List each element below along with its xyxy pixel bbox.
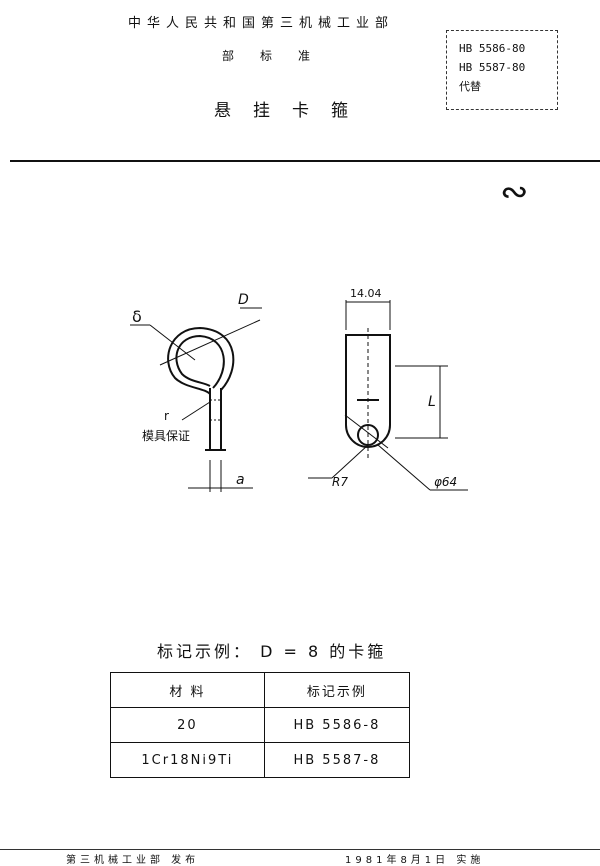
standard-code-box: HB 5586-80 HB 5587-80 代替: [446, 30, 558, 110]
issued-by: 第三机械工业部 发布: [66, 855, 200, 866]
header-material: 材 料: [110, 672, 265, 708]
side-view-annotations: [130, 307, 262, 492]
marking-cell: HB 5587-8: [263, 742, 411, 778]
table-row: 1Cr18Ni9Ti HB 5587-8: [110, 742, 411, 778]
issuing-department: 中华人民共和国第三机械工业部: [128, 16, 395, 31]
header-divider: [10, 160, 600, 162]
header-marking: 标记示例: [263, 672, 411, 708]
table-header-row: 材 料 标记示例: [110, 672, 411, 708]
length-label: L: [428, 394, 436, 410]
material-cell: 1Cr18Ni9Ti: [110, 742, 265, 778]
clamp-technical-drawing: δ D r 模具保证 a 14.04 L R7 φ64: [130, 287, 468, 492]
clamp-side-view: [167, 326, 235, 451]
width-label: 14.04: [350, 287, 382, 300]
effective-date: 1981年8月1日 实施: [345, 855, 485, 866]
radius-label: r: [164, 409, 169, 423]
material-table: 材 料 标记示例 20 HB 5586-8 1Cr18Ni9Ti HB 5587…: [110, 672, 411, 778]
marking-example: 标记示例： D = 8 的卡箍: [157, 642, 387, 661]
clamp-legs: [209, 388, 222, 450]
replaces-label: 代替: [459, 80, 481, 93]
hole-diameter-label: φ64: [434, 475, 457, 489]
thickness-label: a: [236, 472, 245, 488]
clamp-front-body: [345, 334, 391, 448]
document-title: 悬挂卡箍: [214, 101, 370, 121]
standard-level: 部标准: [222, 49, 337, 63]
material-cell: 20: [110, 707, 265, 743]
clamp-outer-loop: [167, 326, 235, 395]
clamp-inner-loop: [175, 334, 225, 389]
delta-label: δ: [132, 307, 142, 326]
marking-cell: HB 5586-8: [263, 707, 411, 743]
standard-code-1: HB 5586-80: [459, 42, 526, 55]
footer-divider: [0, 849, 600, 850]
front-view-annotations: [308, 300, 468, 491]
edge-radius-label: R7: [332, 475, 348, 489]
mold-guarantee-label: 模具保证: [142, 429, 190, 443]
standard-code-2: HB 5587-80: [459, 61, 526, 74]
diameter-label: D: [238, 292, 249, 308]
table-row: 20 HB 5586-8: [110, 707, 411, 743]
page-mark: ∾: [500, 172, 529, 212]
